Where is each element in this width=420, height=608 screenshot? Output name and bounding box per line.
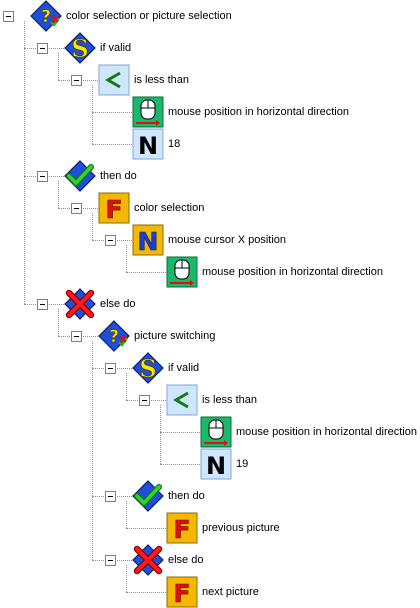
tree-node[interactable]: is less than: [0, 64, 420, 96]
tree-connector-line: [92, 341, 93, 560]
tree-node-label[interactable]: color selection: [134, 202, 205, 214]
tree-node-label[interactable]: mouse position in horizontal direction: [168, 106, 349, 118]
question-mark-icon[interactable]: S: [64, 32, 96, 64]
tree-node-label[interactable]: 19: [236, 458, 249, 470]
number-icon[interactable]: N: [132, 128, 164, 160]
collapse-toggle[interactable]: [37, 171, 48, 182]
collapse-toggle[interactable]: [37, 299, 48, 310]
svg-text:F: F: [173, 579, 190, 608]
svg-text:N: N: [138, 227, 159, 256]
svg-text:F: F: [105, 195, 122, 224]
tree-connector-line: [92, 144, 132, 145]
svg-text:?: ?: [109, 327, 119, 347]
tree-node-label[interactable]: picture switching: [134, 330, 216, 342]
tree-connector-line: [92, 85, 93, 144]
collapse-toggle[interactable]: [37, 43, 48, 54]
tree-connector-line: [58, 53, 59, 80]
tree-node[interactable]: then do: [0, 480, 420, 512]
svg-text:F: F: [173, 515, 190, 544]
mouse-position-icon[interactable]: [200, 416, 232, 448]
tree-node[interactable]: N 19: [0, 448, 420, 480]
tree-connector-line: [126, 272, 166, 273]
checkmark-icon[interactable]: [64, 160, 96, 192]
tree-node-label[interactable]: mouse position in horizontal direction: [202, 266, 383, 278]
function-icon[interactable]: F: [166, 576, 198, 608]
collapse-toggle[interactable]: [71, 203, 82, 214]
tree-connector-line: [160, 464, 200, 465]
mouse-position-icon[interactable]: [132, 96, 164, 128]
tree-node[interactable]: ? color selection or picture selection: [0, 0, 420, 32]
collapse-toggle[interactable]: [71, 331, 82, 342]
tree-connector-line: [126, 501, 127, 528]
collapse-toggle[interactable]: [71, 75, 82, 86]
checkmark-icon[interactable]: [132, 480, 164, 512]
function-icon[interactable]: F: [166, 512, 198, 544]
tree-node[interactable]: mouse position in horizontal direction: [0, 256, 420, 288]
tree-node[interactable]: mouse position in horizontal direction: [0, 416, 420, 448]
tree-connector-line: [160, 405, 161, 464]
tree-node-label[interactable]: is less than: [202, 394, 258, 406]
tree-node-label[interactable]: mouse cursor X position: [168, 234, 286, 246]
svg-text:?: ?: [41, 7, 51, 27]
cross-icon[interactable]: [64, 288, 96, 320]
collapse-toggle[interactable]: [105, 363, 116, 374]
tree-connector-line: [92, 112, 132, 113]
tree-node-label[interactable]: next picture: [202, 586, 259, 598]
tree-connector-line: [126, 565, 127, 592]
mouse-position-icon[interactable]: [166, 256, 198, 288]
tree-node-label[interactable]: color selection or picture selection: [66, 10, 232, 22]
less-than-icon[interactable]: [166, 384, 198, 416]
tree-node-label[interactable]: previous picture: [202, 522, 280, 534]
tree-node-label[interactable]: then do: [100, 170, 137, 182]
tree-connector-line: [126, 592, 166, 593]
tree-connector-line: [160, 432, 200, 433]
function-icon[interactable]: F: [98, 192, 130, 224]
tree-connector-line: [126, 245, 127, 272]
collapse-toggle[interactable]: [139, 395, 150, 406]
svg-text:S: S: [139, 354, 156, 383]
tree-connector-line: [24, 21, 25, 304]
tree-node[interactable]: is less than: [0, 384, 420, 416]
collapse-toggle[interactable]: [105, 235, 116, 246]
tree-node-label[interactable]: then do: [168, 490, 205, 502]
tree-node-label[interactable]: if valid: [100, 42, 132, 54]
tree-connector-line: [92, 213, 93, 240]
tree-connector-line: [58, 181, 59, 208]
collapse-toggle[interactable]: [3, 11, 14, 22]
collapse-toggle[interactable]: [105, 491, 116, 502]
svg-text:S: S: [71, 34, 88, 63]
tree-node[interactable]: else do: [0, 288, 420, 320]
svg-text:N: N: [138, 132, 158, 160]
tree-connector-line: [58, 309, 59, 336]
number-variable-icon[interactable]: N: [132, 224, 164, 256]
tree-node[interactable]: then do: [0, 160, 420, 192]
switch-question-icon[interactable]: ?: [30, 0, 62, 32]
tree-node[interactable]: ? picture switching: [0, 320, 420, 352]
cross-icon[interactable]: [132, 544, 164, 576]
question-mark-icon[interactable]: S: [132, 352, 164, 384]
less-than-icon[interactable]: [98, 64, 130, 96]
tree-node-label[interactable]: else do: [100, 298, 136, 310]
tree-node[interactable]: N 18: [0, 128, 420, 160]
tree-node-label[interactable]: is less than: [134, 74, 190, 86]
number-icon[interactable]: N: [200, 448, 232, 480]
collapse-toggle[interactable]: [105, 555, 116, 566]
tree-node-label[interactable]: else do: [168, 554, 204, 566]
svg-text:N: N: [206, 452, 226, 480]
switch-question-icon[interactable]: ?: [98, 320, 130, 352]
tree-node-label[interactable]: 18: [168, 138, 181, 150]
tree-node[interactable]: mouse position in horizontal direction: [0, 96, 420, 128]
tree-connector-line: [126, 373, 127, 400]
tree-connector-line: [126, 528, 166, 529]
tree-node[interactable]: else do: [0, 544, 420, 576]
tree-node-label[interactable]: mouse position in horizontal direction: [236, 426, 417, 438]
tree-node-label[interactable]: if valid: [168, 362, 200, 374]
